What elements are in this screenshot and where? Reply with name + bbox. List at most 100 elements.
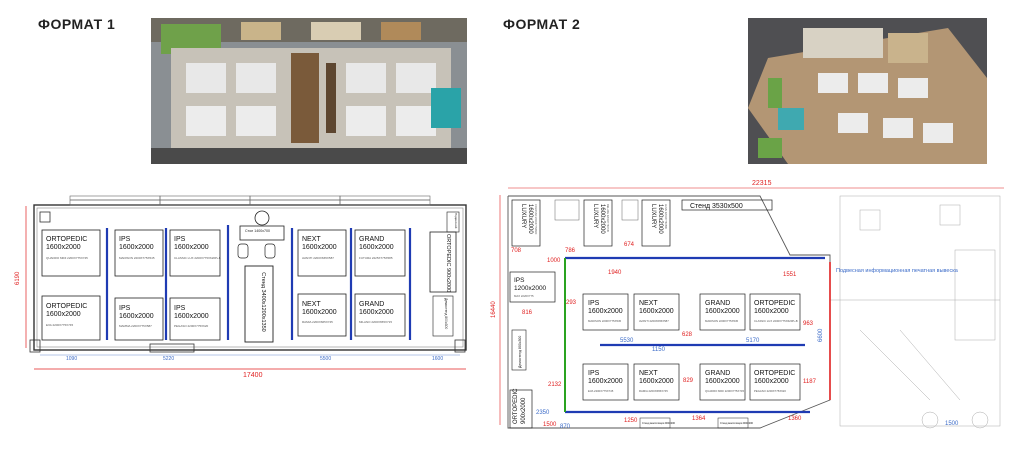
plan1-room: GRAND 1600x2000 FUTURA 2225Х775Х585: [354, 229, 406, 277]
svg-text:DELUXE 2200Х775Х745: DELUXE 2200Х775Х745: [606, 204, 609, 233]
plan2-ortopedic-side-size: 900x2000: [521, 397, 527, 424]
svg-text:1600x2000: 1600x2000: [302, 244, 337, 251]
plan2-dim: 1360: [788, 416, 802, 422]
svg-text:1600x2000: 1600x2000: [527, 204, 533, 234]
svg-text:NEXT: NEXT: [302, 301, 321, 308]
plan2-dim: 293: [566, 300, 577, 306]
plan1-center-stand: [244, 265, 274, 343]
plan1-room: NEXT 1600x2000 AVANTI 2200Х665Х587: [297, 229, 347, 277]
plan1-dim-4: 1600: [432, 356, 443, 362]
svg-text:ORTOPEDIC: ORTOPEDIC: [46, 303, 87, 310]
svg-text:LUXURY: LUXURY: [520, 204, 526, 228]
svg-text:ORTOPEDIC: ORTOPEDIC: [754, 370, 795, 377]
svg-text:QUADRO MIDI 2200Х775Х745: QUADRO MIDI 2200Х775Х745: [46, 256, 88, 260]
plan2-blue-partitions: [565, 256, 825, 414]
plan1-room: NEXT 1600x2000 RAMIA 2200Х665Х745: [297, 293, 347, 337]
plan2-room: ORTOPEDIC 1600x2000 CLASSIC LUX 2200Х775…: [749, 293, 801, 331]
format-2-title: ФОРМАТ 2: [503, 16, 581, 32]
plan1-room: IPS 1600x2000 PEGASO 2200Х775Х620: [169, 297, 221, 341]
svg-text:MADISON 2200Х775Х545: MADISON 2200Х775Х545: [588, 319, 622, 323]
svg-text:IPS: IPS: [119, 305, 131, 312]
format-2-render-image: [748, 18, 987, 164]
svg-text:1200x2000: 1200x2000: [514, 285, 547, 292]
svg-text:1600x2000: 1600x2000: [46, 311, 81, 318]
plan2-stand-label: Стенд 3530х500: [690, 203, 743, 210]
plan2-room: LUXURY 1600x2000 ALIVE 2200Х775Х580: [641, 199, 671, 247]
svg-text:ORTOPEDIC: ORTOPEDIC: [754, 300, 795, 307]
plan2-dim-blue: 5170: [746, 338, 760, 344]
plan2-dim: 2132: [548, 382, 562, 388]
svg-text:1600x2000: 1600x2000: [174, 244, 209, 251]
plan2-dim: 708: [511, 248, 522, 254]
plan1-room: IPS 1600x2000 MAMMA 2200Х775Х587: [114, 297, 164, 341]
plan1-dim-2: 5220: [163, 356, 174, 362]
svg-text:COLOSSO 2200Х775Х620: COLOSSO 2200Х775Х620: [534, 204, 537, 235]
svg-text:FUTURA 2225Х775Х585: FUTURA 2225Х775Х585: [359, 256, 393, 260]
svg-text:1600x2000: 1600x2000: [599, 204, 605, 234]
svg-text:LUXURY: LUXURY: [650, 204, 656, 228]
plan2-dim: 1500: [543, 422, 557, 428]
plan2-room: ORTOPEDIC 1600x2000 PEGASO 2200Х775Х620: [749, 363, 801, 401]
plan2-dim: 674: [624, 242, 635, 248]
svg-text:IPS: IPS: [174, 236, 186, 243]
plan1-right-lower: Демостенд 800х300: [444, 298, 448, 329]
svg-text:1600x2000: 1600x2000: [302, 309, 337, 316]
svg-text:1600x2000: 1600x2000: [705, 378, 740, 385]
svg-text:1600x2000: 1600x2000: [359, 244, 394, 251]
svg-text:QUADRO MIDI 2200Х775Х745: QUADRO MIDI 2200Х775Х745: [705, 389, 744, 393]
plan2-dim: 1187: [803, 379, 817, 385]
plan2-room: IPS 1600x2000 EVA 2200Х775Х745: [582, 363, 629, 401]
plan1-room: ORTOPEDIC 1600x2000 EVA 2200Х775Х745: [41, 295, 101, 341]
plan2-dim-blue: 5530: [620, 338, 634, 344]
plan1-center-stand-label: Стенд 3400х1200х1350: [260, 272, 266, 331]
plan1-right-stand: ORTOPEDIC 900х2000: [445, 234, 451, 292]
plan2-height-dim: 16440: [491, 301, 497, 318]
plan2-dim-blue: 870: [560, 424, 571, 430]
svg-text:IPS: IPS: [174, 305, 186, 312]
plan1-right-label: Подвесной: [454, 213, 458, 229]
plan1-total-width: 17400: [243, 372, 263, 379]
plan2-dim: 963: [803, 321, 814, 327]
plan2-ortopedic-side-name: ORTOPEDIC: [513, 388, 519, 424]
plan1-table-label: Стол 1400х700: [245, 229, 270, 233]
plan2-dim: 1364: [692, 416, 706, 422]
svg-text:IPS: IPS: [119, 236, 131, 243]
svg-text:IPS: IPS: [514, 277, 525, 284]
svg-text:NEXT: NEXT: [302, 236, 321, 243]
svg-text:1600x2000: 1600x2000: [588, 308, 623, 315]
svg-text:1600x2000: 1600x2000: [174, 313, 209, 320]
plan1-height-dim: 6190: [15, 271, 21, 285]
plan2-demostend: Демостенд 800х300: [518, 336, 522, 368]
plan2-dim: 628: [682, 332, 693, 338]
plan2-dim-blue: 2350: [536, 410, 550, 416]
plan2-room: NEXT 1600x2000 RAMIA 2200Х665Х745: [633, 363, 680, 401]
svg-text:EVA 2200Х775Х745: EVA 2200Х775Х745: [588, 389, 614, 393]
svg-text:1600x2000: 1600x2000: [754, 308, 789, 315]
svg-text:1600x2000: 1600x2000: [588, 378, 623, 385]
plan2-dim-blue: 6600: [818, 328, 824, 342]
plan2-dim: 1250: [624, 418, 638, 424]
plan2-dim: 816: [522, 310, 533, 316]
svg-text:NEXT: NEXT: [639, 370, 658, 377]
svg-text:IPS: IPS: [588, 300, 600, 307]
plan2-room: LUXURY 1600x2000 COLOSSO 2200Х775Х620: [511, 199, 541, 247]
plan2-dim: 829: [683, 378, 694, 384]
plan1-blue-partitions: [105, 225, 412, 340]
plan2-stand-small-2: Стенд вентиляции 900х300: [720, 421, 754, 425]
plan1-dim-1: 1090: [66, 356, 77, 362]
svg-text:ALIVE 2200Х775Х580: ALIVE 2200Х775Х580: [664, 204, 667, 230]
svg-text:RAMIA 2200Х665Х745: RAMIA 2200Х665Х745: [302, 320, 333, 324]
svg-text:AVANTI 2200Х665Х587: AVANTI 2200Х665Х587: [302, 256, 334, 260]
svg-text:GRAND: GRAND: [705, 370, 730, 377]
plan2-dim-blue: 1500: [945, 421, 959, 427]
svg-text:1600x2000: 1600x2000: [46, 244, 81, 251]
format-1-render-image: [151, 18, 467, 164]
svg-text:NEXT: NEXT: [639, 300, 658, 307]
plan1-dim-3: 5500: [320, 356, 331, 362]
svg-text:1600x2000: 1600x2000: [119, 244, 154, 251]
svg-text:AVANTI 2200Х665Х587: AVANTI 2200Х665Х587: [639, 319, 669, 323]
svg-text:PEGASO 2200Х775Х620: PEGASO 2200Х775Х620: [174, 324, 209, 328]
plan2-dim: 1940: [608, 270, 622, 276]
